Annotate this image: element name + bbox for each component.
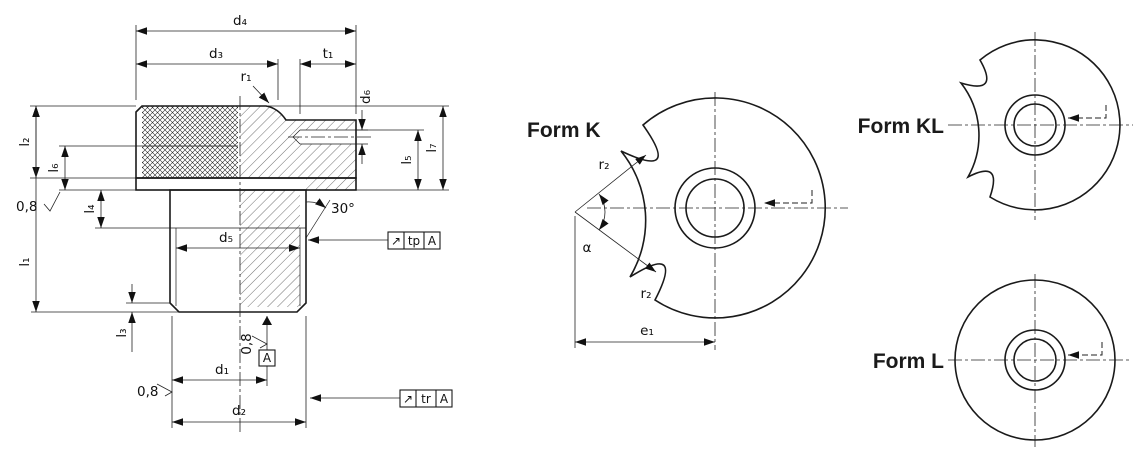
dim-l6: l₆	[46, 145, 136, 191]
tp-label: tp	[408, 234, 420, 248]
knurl-hatch	[142, 106, 238, 178]
dim-l7: l₇	[268, 105, 449, 191]
dim-r2-lower: r₂	[574, 211, 657, 302]
datum-feature-a: A	[258, 316, 276, 367]
dim-e1: e₁	[574, 216, 715, 348]
dim-label-d4: d₄	[233, 13, 247, 29]
form-kl-label: Form KL	[858, 115, 945, 138]
view-direction-arrow	[1068, 342, 1103, 359]
dim-d4: d₄	[135, 13, 357, 114]
form-l-view: Form L	[873, 274, 1130, 447]
form-k-label: Form K	[527, 119, 601, 142]
roughness-value: 0,8	[239, 333, 255, 354]
datum-label: A	[263, 351, 272, 365]
vent-hole-clear	[299, 130, 356, 144]
dim-d3: d₃	[136, 46, 279, 100]
dim-label-l7: l₇	[424, 143, 440, 152]
dim-label-l1: l₁	[17, 257, 33, 266]
dim-label-d5: d₅	[219, 230, 233, 246]
datum-triangle	[262, 316, 272, 325]
dim-label-r1: r₁	[241, 69, 252, 85]
dim-label-d1: d₁	[215, 362, 229, 378]
dim-label-l4: l₄	[82, 204, 98, 213]
dim-label-l2: l₂	[17, 137, 33, 146]
dim-label-d3: d₃	[209, 46, 223, 62]
hub-outer-circle	[1004, 94, 1066, 156]
dim-label-e1: e₁	[640, 323, 654, 339]
tp-reference-frame: ↗ tp A	[308, 231, 441, 250]
datum-frame	[258, 349, 276, 367]
tp-datum-ref: A	[428, 234, 437, 248]
dim-d6: d₆	[358, 90, 374, 164]
view-direction-arrow	[1068, 105, 1107, 122]
dim-label-l3: l₃	[114, 328, 130, 337]
tr-reference-frame: ↗ tr A	[310, 389, 453, 408]
dim-label-l6: l₆	[46, 163, 62, 172]
leader-arrow-icon: ↗	[403, 392, 413, 406]
knob-outline-with-recesses	[620, 97, 827, 319]
roughness-value: 0,8	[137, 384, 158, 400]
dim-label-d2: d₂	[232, 403, 246, 419]
dim-label-t1: t₁	[323, 46, 334, 62]
roughness-value: 0,8	[16, 199, 37, 215]
dim-l2: l₂	[17, 105, 136, 179]
view-direction-arrow	[764, 190, 813, 207]
dim-l1: l₁	[17, 106, 179, 313]
hub-bore-circle	[685, 178, 745, 238]
section-hatch-shank	[240, 190, 300, 307]
dim-d5: d₅	[176, 230, 300, 252]
form-l-label: Form L	[873, 350, 944, 373]
dim-l4: l₄	[82, 190, 170, 229]
roughness-mark-thread: 0,8	[239, 333, 268, 355]
dim-d1: d₁	[171, 316, 268, 402]
roughness-mark-top: 0,8	[16, 191, 61, 215]
dim-l3: l₃	[114, 284, 170, 352]
tr-datum-ref: A	[440, 392, 449, 406]
roughness-mark-bottom: 0,8	[137, 383, 173, 400]
dim-label-r2: r₂	[599, 157, 610, 173]
dim-t1: t₁	[299, 46, 356, 114]
dim-label-l5: l₅	[399, 155, 415, 164]
section-hatch-washer	[306, 178, 356, 190]
form-k-view: Form K r₂ r₂ α e₁	[527, 92, 848, 350]
knob-outline-with-recesses	[958, 39, 1121, 211]
dim-label-alpha: α	[583, 240, 592, 256]
dim-label-d6: d₆	[358, 90, 374, 104]
hub-outer-circle	[1004, 329, 1066, 391]
hub-outer-circle	[674, 167, 756, 249]
head-outline	[135, 105, 357, 179]
dim-r1: r₁	[241, 69, 270, 104]
dim-d2: d₂	[171, 316, 307, 428]
dim-angle-30: 30°	[305, 198, 355, 239]
dim-l5: l₅	[356, 129, 424, 190]
hub-bore-circle	[1013, 103, 1057, 147]
section-view: d₄ d₃ t₁ r₁ d₆ l₂	[16, 13, 453, 434]
dim-label-30deg: 30°	[331, 201, 355, 217]
dim-alpha: α	[583, 193, 609, 256]
dim-label-r2: r₂	[641, 286, 652, 302]
knob-outline	[954, 279, 1116, 441]
dim-r2-upper: r₂	[574, 154, 647, 213]
tr-label: tr	[421, 392, 431, 406]
form-kl-view: Form KL	[858, 32, 1133, 220]
leader-arrow-icon: ↗	[391, 234, 401, 248]
hub-bore-circle	[1013, 338, 1057, 382]
